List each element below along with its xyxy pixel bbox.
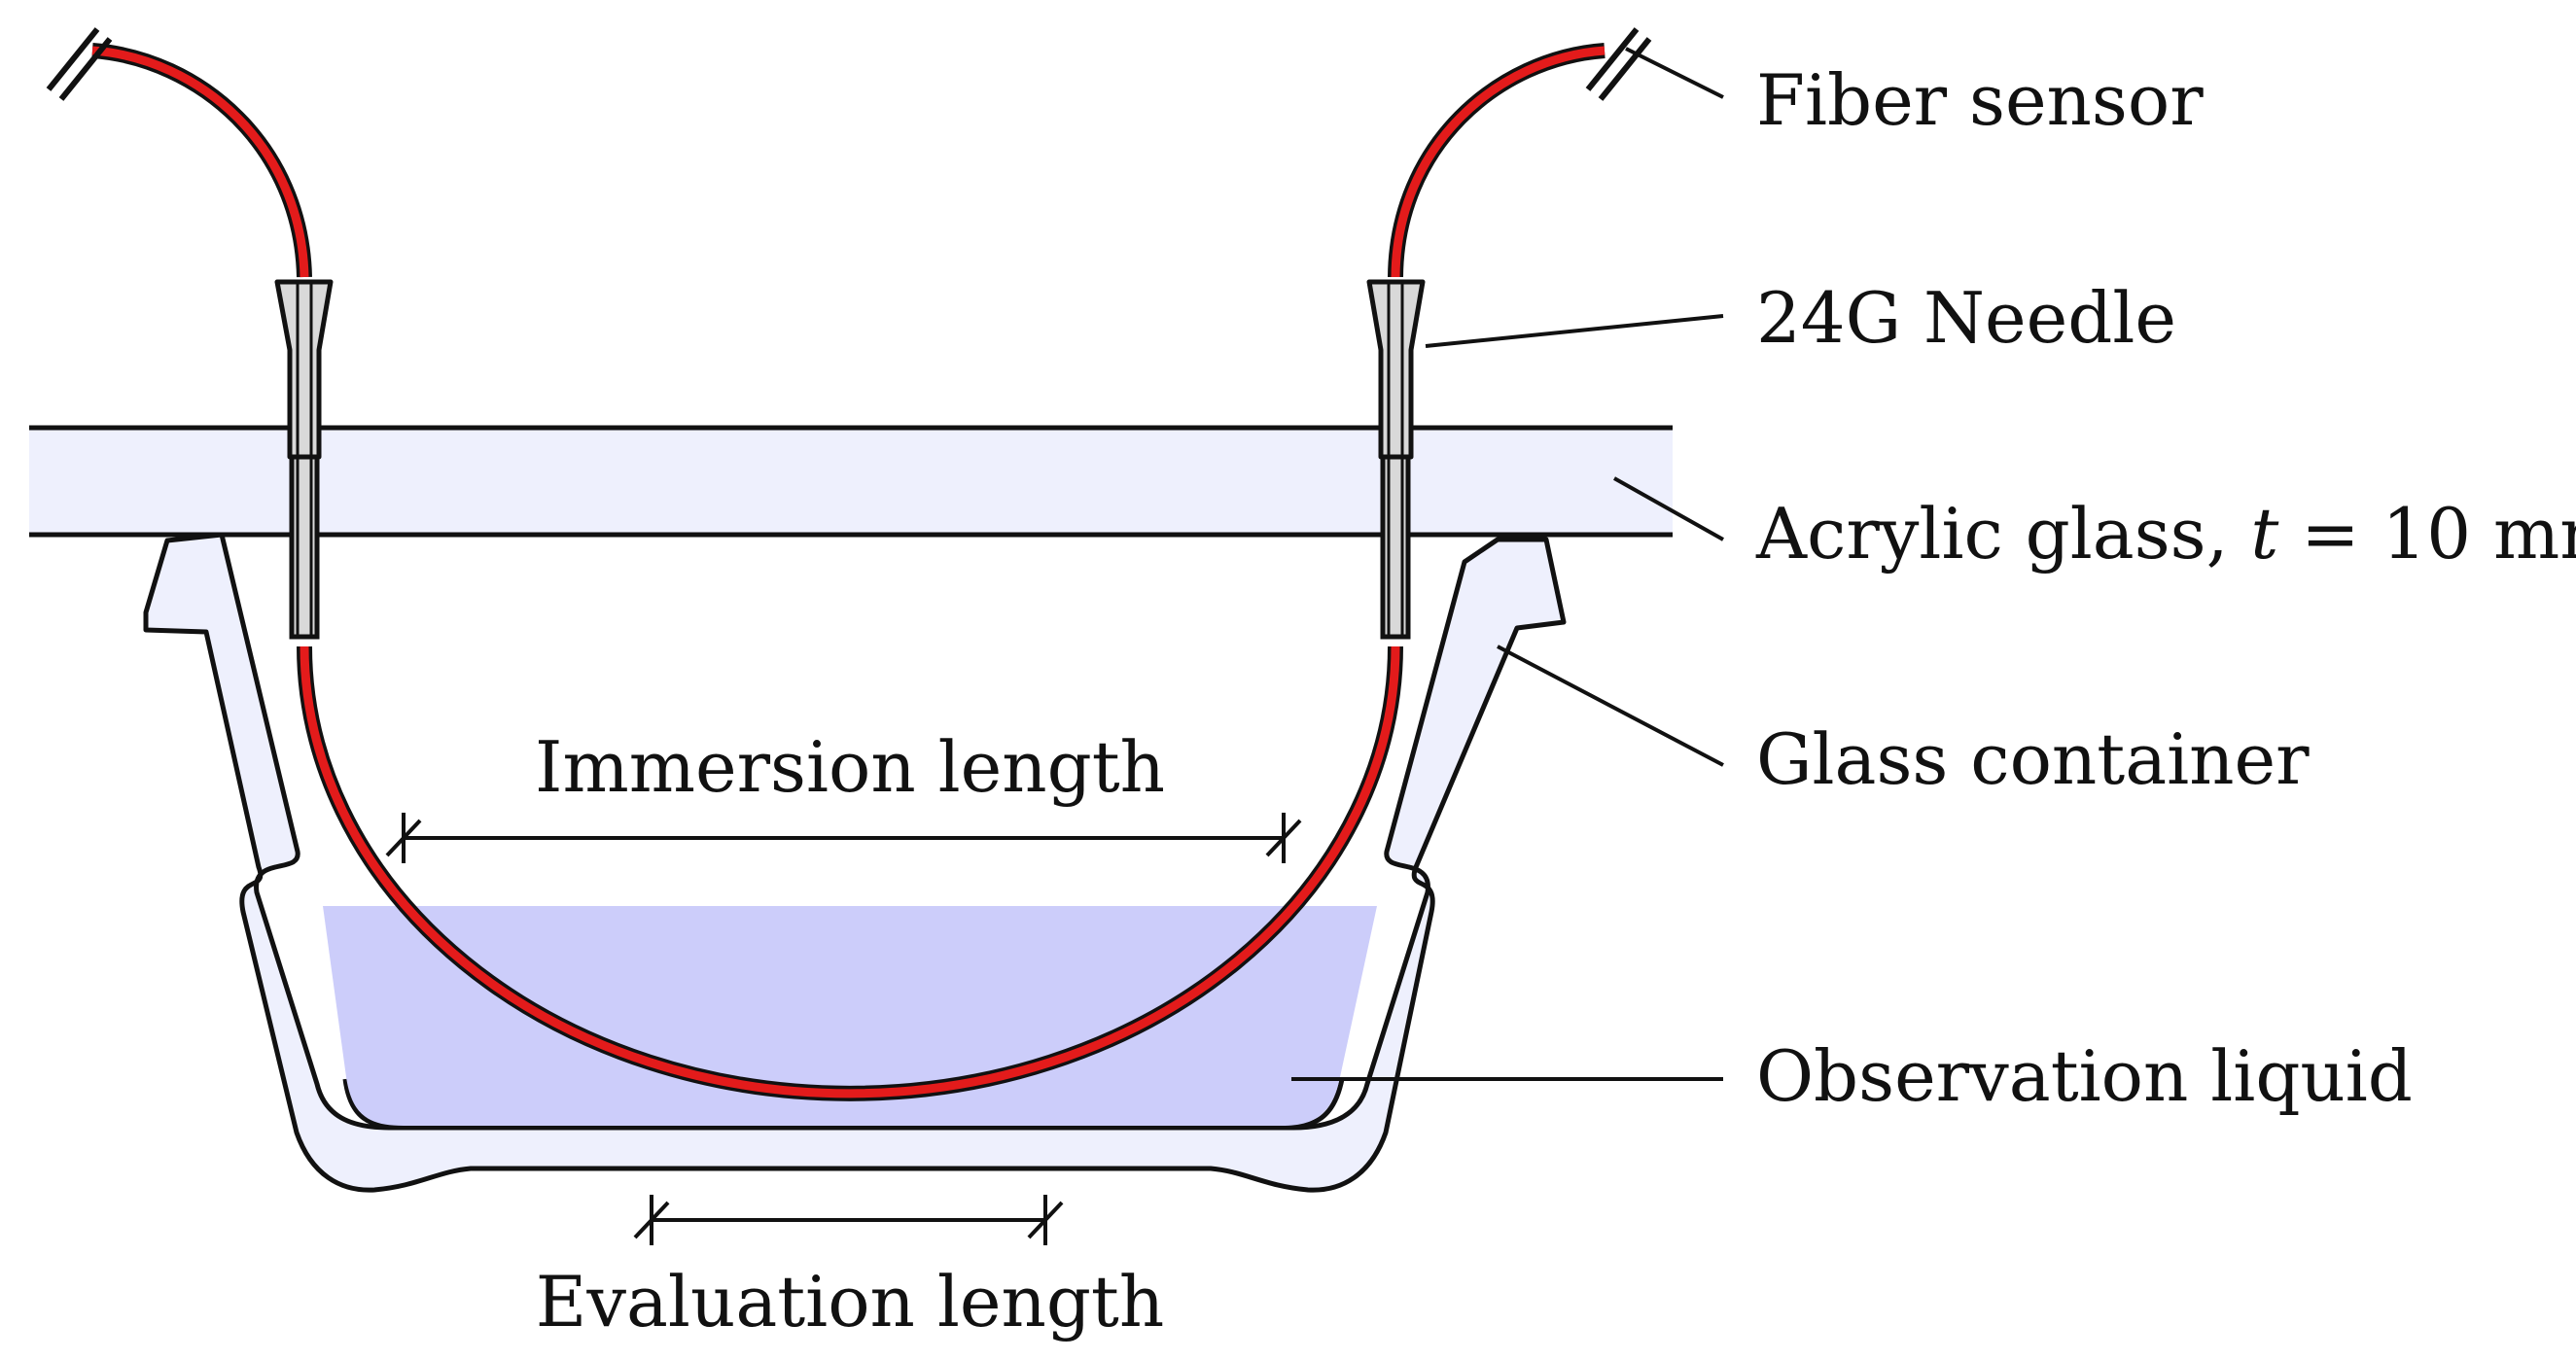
leader-acrylic-glass [1613, 476, 1724, 541]
label-glass-container: Glass container [1756, 718, 2310, 800]
label-needle: 24G Needle [1756, 277, 2176, 359]
evaluation-length-dimension [633, 1195, 1064, 1245]
glass-container [143, 532, 1567, 1193]
right-break-mark [1585, 27, 1652, 101]
label-observation-liquid: Observation liquid [1756, 1035, 2413, 1117]
leader-fiber-sensor [1625, 47, 1724, 99]
label-immersion-length: Immersion length [535, 726, 1165, 808]
leader-glass-container [1497, 645, 1724, 767]
label-fiber-sensor: Fiber sensor [1756, 59, 2204, 141]
acrylic-glass-plate [29, 428, 1673, 535]
observation-liquid [323, 906, 1377, 1126]
leader-needle [1425, 314, 1724, 348]
right-needle [1366, 279, 1426, 640]
label-evaluation-length: Evaluation length [536, 1261, 1164, 1343]
left-break-mark [46, 27, 113, 101]
label-acrylic-glass-prefix: Acrylic glass, [1755, 493, 2250, 575]
label-acrylic-glass-thickness-var: t [2250, 493, 2279, 575]
immersion-length-dimension [385, 813, 1302, 863]
label-acrylic-glass-suffix: = 10 mm [2278, 493, 2576, 575]
label-acrylic-glass: Acrylic glass, t = 10 mm [1755, 493, 2576, 575]
left-needle [274, 279, 334, 640]
glass-container-inner-bottom [342, 1078, 1345, 1131]
leader-lines [1291, 47, 1724, 1081]
